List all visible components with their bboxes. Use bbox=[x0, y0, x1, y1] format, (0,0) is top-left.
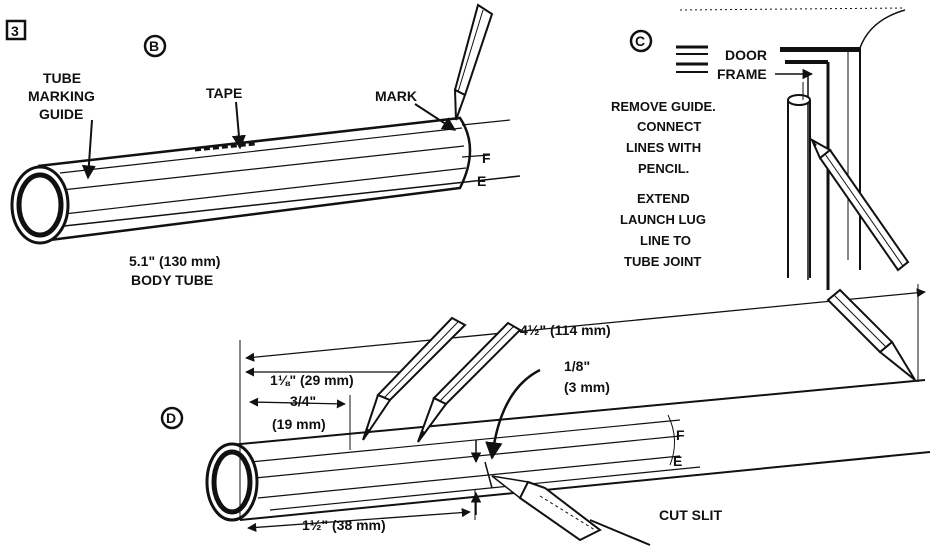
pencil-d2-icon bbox=[417, 321, 522, 443]
body-tube-c bbox=[787, 82, 811, 278]
pencil-b-icon bbox=[453, 3, 494, 121]
pencil-d1-icon bbox=[362, 316, 467, 441]
label-frame: FRAME bbox=[717, 66, 767, 82]
label-instr-5: EXTEND bbox=[637, 191, 690, 206]
label-tube-marking-guide-1: TUBE bbox=[43, 70, 81, 86]
label-body-tube-1: 5.1" (130 mm) bbox=[129, 253, 220, 269]
label-line-e-b: E bbox=[477, 173, 486, 189]
dimension-lines bbox=[239, 284, 926, 532]
step-number: 3 bbox=[11, 23, 19, 39]
panel-c-marker: C bbox=[629, 29, 653, 53]
label-instr-2: CONNECT bbox=[637, 119, 701, 134]
step-number-box: 3 bbox=[5, 19, 27, 41]
label-line-e-d: E bbox=[673, 453, 682, 469]
label-tube-marking-guide-2: MARKING bbox=[28, 88, 95, 104]
panel-c: C bbox=[611, 7, 910, 290]
panel-d: D bbox=[160, 284, 931, 546]
label-cut-slit: CUT SLIT bbox=[659, 507, 722, 523]
panel-d-marker-label: D bbox=[166, 410, 176, 426]
label-dim-3-4-b: (19 mm) bbox=[272, 416, 326, 432]
label-dim-1-1-8: 1⅛" (29 mm) bbox=[270, 372, 354, 388]
label-instr-3: LINES WITH bbox=[626, 140, 701, 155]
arrow-slit bbox=[485, 368, 541, 460]
body-tube-d bbox=[205, 379, 931, 522]
body-tube-b bbox=[10, 116, 521, 245]
arrow-mark bbox=[414, 103, 457, 131]
label-tape: TAPE bbox=[206, 85, 242, 101]
arrow-guide bbox=[81, 119, 96, 180]
panel-d-marker: D bbox=[160, 406, 184, 430]
panel-b: B TUBE MARKING GUIDE TAPE bbox=[10, 3, 521, 288]
label-line-f-d: F bbox=[676, 427, 685, 443]
label-instr-1: REMOVE GUIDE. bbox=[611, 99, 716, 114]
pencil-d3-icon bbox=[826, 288, 916, 381]
label-mark: MARK bbox=[375, 88, 417, 104]
label-dim-3-4-a: 3/4" bbox=[290, 393, 316, 409]
label-line-f-b: F bbox=[482, 150, 491, 166]
panel-b-marker-label: B bbox=[149, 38, 159, 54]
label-dim-1-1-2: 1½" (38 mm) bbox=[302, 517, 386, 533]
label-instr-8: TUBE JOINT bbox=[624, 254, 701, 269]
label-instr-4: PENCIL. bbox=[638, 161, 689, 176]
label-instr-7: LINE TO bbox=[640, 233, 691, 248]
label-door: DOOR bbox=[725, 47, 767, 63]
pencil-c-icon bbox=[809, 137, 910, 272]
label-dim-total: 4½" (114 mm) bbox=[520, 322, 611, 338]
label-instr-6: LAUNCH LUG bbox=[620, 212, 706, 227]
panel-c-marker-label: C bbox=[635, 33, 645, 49]
door-frame bbox=[676, 7, 906, 290]
label-body-tube-2: BODY TUBE bbox=[131, 272, 213, 288]
label-tube-marking-guide-3: GUIDE bbox=[39, 106, 83, 122]
hobby-knife-icon bbox=[491, 475, 651, 546]
label-dim-1-8-b: (3 mm) bbox=[564, 379, 610, 395]
label-dim-1-8-a: 1/8" bbox=[564, 358, 590, 374]
arrow-tape bbox=[231, 101, 246, 150]
panel-b-marker: B bbox=[143, 34, 167, 58]
